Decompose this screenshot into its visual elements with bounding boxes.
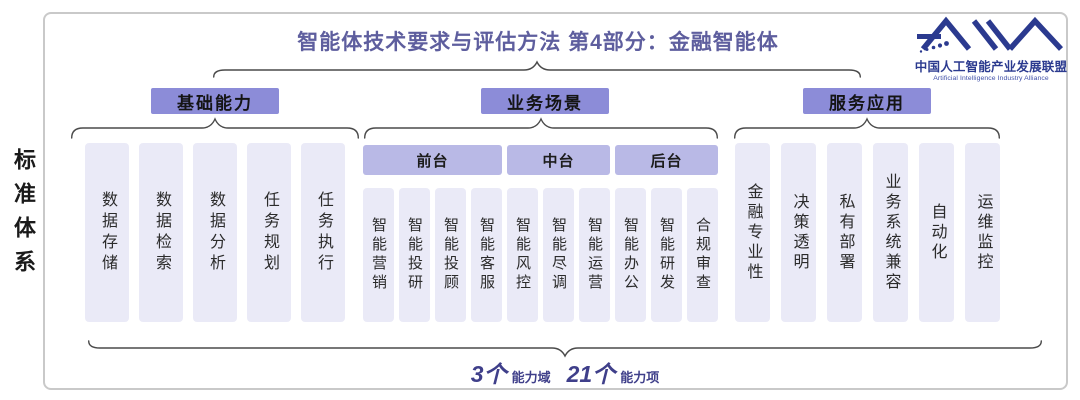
business-scenarios-brace xyxy=(364,117,718,139)
business-scenarios-items: 智能营销智能投研智能投顾智能客服智能风控智能尽调智能运营智能办公智能研发合规审查 xyxy=(363,188,718,322)
capability-item: 智能投研 xyxy=(399,188,430,322)
aiia-logo: 中国人工智能产业发展联盟 Artificial Intelligence Ind… xyxy=(914,15,1068,82)
service-applications-items: 金融专业性决策透明私有部署业务系统兼容自动化运维监控 xyxy=(735,143,1000,322)
domain-count-label: 能力域 xyxy=(511,370,551,385)
basic-capabilities-items: 数据存储数据检索数据分析任务规划任务执行 xyxy=(85,143,345,322)
capability-item: 智能投顾 xyxy=(435,188,466,322)
capability-item: 智能研发 xyxy=(651,188,682,322)
subgroup-header: 前台 xyxy=(363,145,502,175)
capability-item: 任务规划 xyxy=(247,143,291,322)
subgroup-header: 后台 xyxy=(615,145,718,175)
capability-item: 智能风控 xyxy=(507,188,538,322)
capability-item: 自动化 xyxy=(919,143,954,322)
service-applications-brace xyxy=(734,117,1000,139)
capability-item: 智能客服 xyxy=(471,188,502,322)
item-count: 21个 xyxy=(566,361,616,387)
group-header-service-applications: 服务应用 xyxy=(803,88,931,114)
logo-chinese-name: 中国人工智能产业发展联盟 xyxy=(914,60,1068,74)
capability-item: 数据检索 xyxy=(139,143,183,322)
subgroup-header-row: 前台中台后台 xyxy=(363,145,718,175)
capability-item: 智能运营 xyxy=(579,188,610,322)
basic-capabilities-brace xyxy=(71,117,359,139)
summary-text: 3个 能力域 21个 能力项 xyxy=(75,355,1055,389)
title-brace xyxy=(213,60,861,78)
capability-item: 决策透明 xyxy=(781,143,816,322)
side-label: 标准体系 xyxy=(11,148,36,284)
logo-dotted-arc xyxy=(919,41,949,53)
diagram-title: 智能体技术要求与评估方法 第4部分：金融智能体 xyxy=(297,31,779,54)
capability-item: 智能办公 xyxy=(615,188,646,322)
capability-item: 合规审查 xyxy=(687,188,718,322)
aiia-logo-icon xyxy=(917,16,1064,53)
logo-english-name: Artificial Intelligence Industry Allianc… xyxy=(933,75,1049,82)
capability-item: 运维监控 xyxy=(965,143,1000,322)
group-header-business-scenarios: 业务场景 xyxy=(481,88,609,114)
subgroup-header: 中台 xyxy=(507,145,610,175)
group-header-basic-capabilities: 基础能力 xyxy=(151,88,279,114)
summary-brace xyxy=(88,340,1042,358)
capability-item: 数据分析 xyxy=(193,143,237,322)
item-count-label: 能力项 xyxy=(620,370,660,385)
capability-item: 智能营销 xyxy=(363,188,394,322)
capability-item: 私有部署 xyxy=(827,143,862,322)
capability-item: 智能尽调 xyxy=(543,188,574,322)
capability-item: 业务系统兼容 xyxy=(873,143,908,322)
domain-count: 3个 xyxy=(470,361,507,387)
capability-item: 金融专业性 xyxy=(735,143,770,322)
capability-item: 任务执行 xyxy=(301,143,345,322)
capability-item: 数据存储 xyxy=(85,143,129,322)
